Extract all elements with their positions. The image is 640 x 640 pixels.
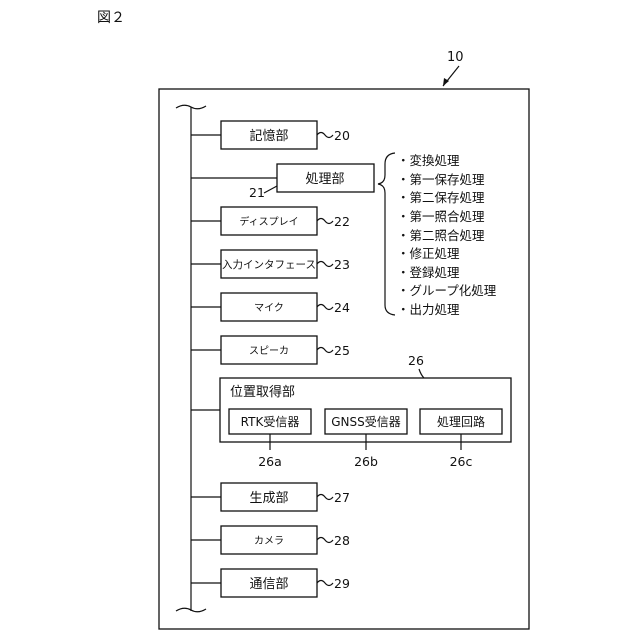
- display-unit-label: ディスプレイ: [239, 215, 298, 228]
- communication-unit-label: 通信部: [249, 577, 288, 592]
- process-list: ・変換処理 ・第一保存処理 ・第二保存処理 ・第一照合処理 ・第二照合処理 ・修…: [397, 153, 497, 317]
- processing-circuit-label: 処理回路: [437, 414, 485, 429]
- gnss-receiver-label: GNSS受信器: [331, 415, 401, 429]
- ref-23: 23: [334, 257, 350, 272]
- process-item: ・第一照合処理: [397, 209, 485, 224]
- input-interface-label: 入力インタフェース: [222, 258, 316, 271]
- process-item: ・グループ化処理: [397, 283, 497, 298]
- ref-26c: 26c: [450, 454, 473, 469]
- ref-22: 22: [334, 214, 350, 229]
- ref-24: 24: [334, 300, 350, 315]
- position-unit-label: 位置取得部: [230, 384, 295, 400]
- processor-unit-label: 処理部: [305, 172, 344, 187]
- camera-label: カメラ: [254, 535, 284, 547]
- generator-unit-label: 生成部: [249, 491, 288, 506]
- ref-26: 26: [408, 353, 424, 368]
- process-item: ・第一保存処理: [397, 172, 485, 187]
- process-item: ・出力処理: [397, 302, 460, 317]
- ref-20: 20: [334, 128, 350, 143]
- process-item: ・第二照合処理: [397, 228, 485, 243]
- device-ref: 10: [447, 50, 464, 65]
- ref-29: 29: [334, 576, 350, 591]
- process-item: ・修正処理: [397, 246, 460, 261]
- ref-28: 28: [334, 533, 350, 548]
- rtk-receiver-label: RTK受信器: [241, 415, 300, 429]
- process-item: ・変換処理: [397, 153, 460, 168]
- ref-27: 27: [334, 490, 350, 505]
- ref-26b: 26b: [354, 454, 378, 469]
- process-item: ・登録処理: [397, 265, 460, 280]
- microphone-label: マイク: [254, 302, 284, 314]
- figure-label: 図２: [97, 10, 125, 26]
- process-item: ・第二保存処理: [397, 190, 485, 205]
- storage-unit-label: 記憶部: [249, 128, 288, 144]
- ref-26a: 26a: [258, 454, 282, 469]
- speaker-label: スピーカ: [249, 345, 289, 357]
- ref-21: 21: [249, 185, 265, 200]
- ref-25: 25: [334, 343, 350, 358]
